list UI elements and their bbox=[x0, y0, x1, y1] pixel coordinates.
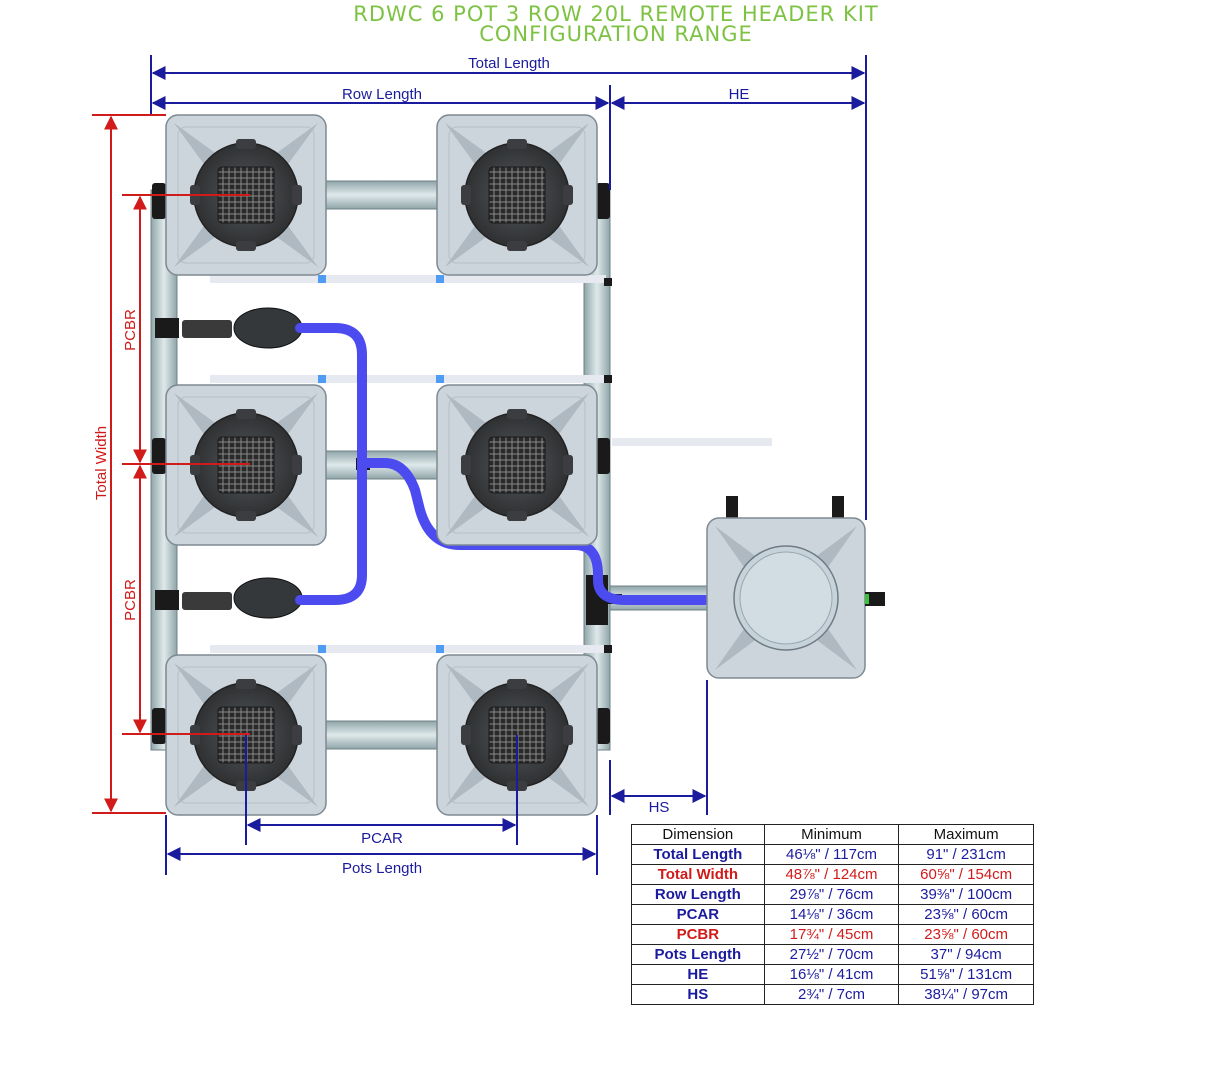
row-max: 60⅝" / 154cm bbox=[898, 864, 1034, 885]
pcar-dimension: PCAR bbox=[245, 735, 518, 847]
he-dimension: HE bbox=[610, 85, 866, 110]
row-min: 27½" / 70cm bbox=[763, 944, 900, 965]
diagram-title: RDWC 6 POT 3 ROW 20L REMOTE HEADER KIT bbox=[353, 2, 879, 26]
row-max: 23⅝" / 60cm bbox=[898, 924, 1034, 945]
row-min: 29⅞" / 76cm bbox=[763, 884, 900, 905]
total-length-label: Total Length bbox=[468, 55, 550, 72]
row-name: PCAR bbox=[631, 904, 765, 925]
table-row: Total Width 48⅞" / 124cm 60⅝" / 154cm bbox=[631, 864, 1034, 885]
header-tank bbox=[706, 496, 885, 679]
row-min: 2¾" / 7cm bbox=[763, 984, 900, 1005]
table-header-dimension: Dimension bbox=[631, 824, 765, 845]
row-name: Row Length bbox=[631, 884, 765, 905]
row-max: 37" / 94cm bbox=[898, 944, 1034, 965]
pcbr-label-lower: PCBR bbox=[122, 579, 139, 621]
hs-label: HS bbox=[649, 799, 670, 816]
row-max: 23⅝" / 60cm bbox=[898, 904, 1034, 925]
row-max: 91" / 231cm bbox=[898, 844, 1034, 865]
row-name: Total Length bbox=[631, 844, 765, 865]
total-length-dimension: Total Length bbox=[150, 55, 867, 520]
table-row: Total Length 46⅛" / 117cm 91" / 231cm bbox=[631, 844, 1034, 865]
row-min: 17¾" / 45cm bbox=[763, 924, 900, 945]
table-row: PCAR 14⅛" / 36cm 23⅝" / 60cm bbox=[631, 904, 1034, 925]
pots-length-label: Pots Length bbox=[342, 860, 422, 877]
table-header-row: Dimension Minimum Maximum bbox=[631, 824, 1034, 845]
total-width-label: Total Width bbox=[93, 426, 110, 500]
row-name: HS bbox=[631, 984, 765, 1005]
row-min: 48⅞" / 124cm bbox=[763, 864, 900, 885]
row-name: Total Width bbox=[631, 864, 765, 885]
table-header-minimum: Minimum bbox=[763, 824, 900, 845]
pcar-label: PCAR bbox=[361, 830, 403, 847]
pcbr-label-upper: PCBR bbox=[122, 309, 139, 351]
row-max: 51⅝" / 131cm bbox=[898, 964, 1034, 985]
table-row: Pots Length 27½" / 70cm 37" / 94cm bbox=[631, 944, 1034, 965]
diagram-subtitle: CONFIGURATION RANGE bbox=[479, 22, 753, 46]
table-row: HS 2¾" / 7cm 38¼" / 97cm bbox=[631, 984, 1034, 1005]
table-row: PCBR 17¾" / 45cm 23⅝" / 60cm bbox=[631, 924, 1034, 945]
row-name: HE bbox=[631, 964, 765, 985]
row-min: 16⅛" / 41cm bbox=[763, 964, 900, 985]
table-row: HE 16⅛" / 41cm 51⅝" / 131cm bbox=[631, 964, 1034, 985]
table-header-maximum: Maximum bbox=[898, 824, 1034, 845]
row-name: Pots Length bbox=[631, 944, 765, 965]
row-max: 38¼" / 97cm bbox=[898, 984, 1034, 1005]
total-width-dimension: Total Width bbox=[92, 114, 166, 814]
pot-row2-right bbox=[436, 384, 598, 546]
row-length-label: Row Length bbox=[342, 86, 422, 103]
row-name: PCBR bbox=[631, 924, 765, 945]
row-max: 39⅜" / 100cm bbox=[898, 884, 1034, 905]
pots-length-dimension: Pots Length bbox=[165, 815, 598, 877]
table-row: Row Length 29⅞" / 76cm 39⅜" / 100cm bbox=[631, 884, 1034, 905]
row-min: 46⅛" / 117cm bbox=[763, 844, 900, 865]
row-length-dimension: Row Length bbox=[150, 85, 611, 190]
pot-row1-right bbox=[436, 114, 598, 276]
hs-dimension: HS bbox=[609, 680, 708, 816]
row-min: 14⅛" / 36cm bbox=[763, 904, 900, 925]
he-label: HE bbox=[729, 86, 750, 103]
dimension-table: Dimension Minimum Maximum Total Length 4… bbox=[631, 824, 1034, 1005]
pcbr-dimension: PCBR PCBR bbox=[121, 194, 250, 735]
